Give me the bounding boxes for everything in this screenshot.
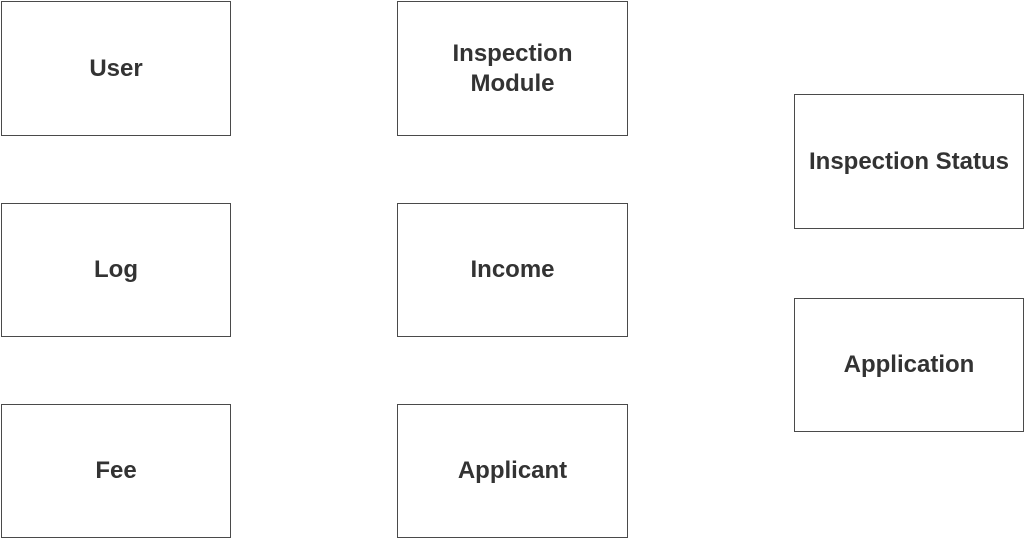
entity-fee[interactable]: Fee [1, 404, 231, 538]
entity-label: User [89, 54, 143, 82]
entity-log[interactable]: Log [1, 203, 231, 337]
entity-label: Inspection Status [808, 147, 1010, 175]
entity-label: Applicant [457, 457, 568, 484]
entity-applicant[interactable]: Applicant [397, 404, 628, 538]
entity-user[interactable]: User [1, 1, 231, 136]
entity-label: Application [843, 351, 975, 378]
entity-label: Inspection Module [452, 39, 573, 97]
entity-income[interactable]: Income [397, 203, 628, 337]
entity-application[interactable]: Application [794, 298, 1024, 432]
entity-label: Fee [95, 457, 137, 484]
entity-label: Log [94, 256, 138, 283]
entity-label: Income [470, 256, 555, 283]
entity-inspection-module[interactable]: Inspection Module [397, 1, 628, 136]
entity-inspection-status[interactable]: Inspection Status [794, 94, 1024, 229]
